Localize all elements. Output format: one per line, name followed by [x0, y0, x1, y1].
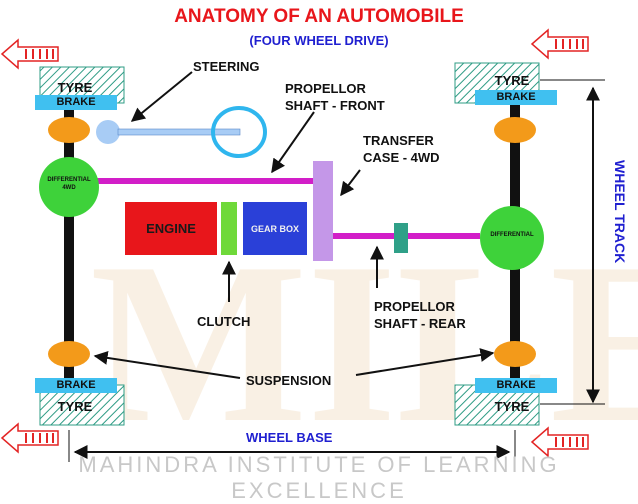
- diagram-stage: MILE: [0, 6, 638, 503]
- brake-pad-rear-top: [494, 117, 536, 143]
- brake-pad-rear-bottom: [494, 341, 536, 367]
- differential-front: [39, 157, 99, 217]
- brake-pad-front-top: [48, 117, 90, 143]
- propeller-front-label-line1: PROPELLOR: [285, 81, 366, 96]
- propeller-rear-label-line1: PROPELLOR: [374, 299, 455, 314]
- gear-box-label: GEAR BOX: [250, 223, 299, 234]
- direction-arrow-icon: [530, 426, 589, 458]
- brake-pad-front-bottom: [48, 341, 90, 367]
- steering-label: STEERING: [193, 59, 260, 74]
- differential-front-label: DIFFERENTIAL 4WD: [39, 176, 99, 192]
- transfer-case-label-line2: CASE - 4WD: [363, 150, 440, 165]
- transfer-case-block: [313, 161, 333, 261]
- direction-arrow-icon: [0, 422, 59, 454]
- tyre-label-front-bottom: TYRE: [57, 399, 93, 414]
- engine-block: [125, 202, 217, 255]
- differential-front-label-line1: DIFFERENTIAL: [47, 177, 91, 183]
- clutch-label: CLUTCH: [197, 314, 251, 329]
- transfer-case-label-line1: TRANSFER: [363, 133, 434, 148]
- differential-front-label-line2: 4WD: [62, 185, 76, 191]
- propeller-front-label: PROPELLOR SHAFT - FRONT: [285, 80, 385, 114]
- direction-arrow-icon: [0, 38, 59, 70]
- tyre-label-rear-top: TYRE: [494, 73, 530, 88]
- gearbox-block: [243, 202, 307, 255]
- differential-rear-label: DIFFERENTIAL: [490, 232, 534, 238]
- differential-rear: [480, 206, 544, 270]
- tyre-label-front-top: TYRE: [57, 80, 93, 95]
- front-axle: [64, 100, 74, 390]
- watermark-logo: MILE: [90, 215, 638, 470]
- brake-label-front-top: BRAKE: [35, 95, 117, 110]
- brake-label-front-bottom: BRAKE: [35, 378, 117, 393]
- pointer-suspension-right: [355, 348, 495, 376]
- wheel-base-label: WHEEL BASE: [246, 430, 333, 445]
- propeller-front-label-line2: SHAFT - FRONT: [285, 98, 385, 113]
- steering-rod: [117, 128, 241, 136]
- suspension-label: SUSPENSION: [246, 373, 332, 388]
- pointer-suspension-left: [93, 350, 241, 379]
- direction-arrow-icon: [530, 28, 589, 60]
- footer-text: MAHINDRA INSTITUTE OF LEARNING EXCELLENC…: [78, 452, 560, 503]
- engine-label: ENGINE: [146, 221, 196, 236]
- propeller-rear-label: PROPELLOR SHAFT - REAR: [374, 298, 466, 332]
- pointer-propeller-front: [271, 111, 315, 174]
- universal-joint: [394, 223, 408, 253]
- page-subtitle: (FOUR WHEEL DRIVE): [249, 33, 389, 48]
- steering-wheel: [211, 106, 267, 158]
- brake-label-rear-top: BRAKE: [475, 90, 557, 105]
- diagram-canvas: MILE: [0, 28, 638, 470]
- watermark-text: MILE: [90, 215, 638, 470]
- pointer-steering: [130, 71, 193, 122]
- propeller-shaft-front: [95, 178, 315, 184]
- propeller-rear-label-line2: SHAFT - REAR: [374, 316, 466, 331]
- brake-label-rear-bottom: BRAKE: [475, 378, 557, 393]
- wheel-track-label: WHEEL TRACK: [612, 160, 628, 264]
- transfer-case-label: TRANSFER CASE - 4WD: [363, 132, 440, 166]
- steering-knuckle: [96, 120, 120, 144]
- tyre-label-rear-bottom: TYRE: [494, 399, 530, 414]
- clutch-block: [221, 202, 237, 255]
- page-title: ANATOMY OF AN AUTOMOBILE: [174, 6, 464, 27]
- pointer-transfer-case: [340, 169, 361, 197]
